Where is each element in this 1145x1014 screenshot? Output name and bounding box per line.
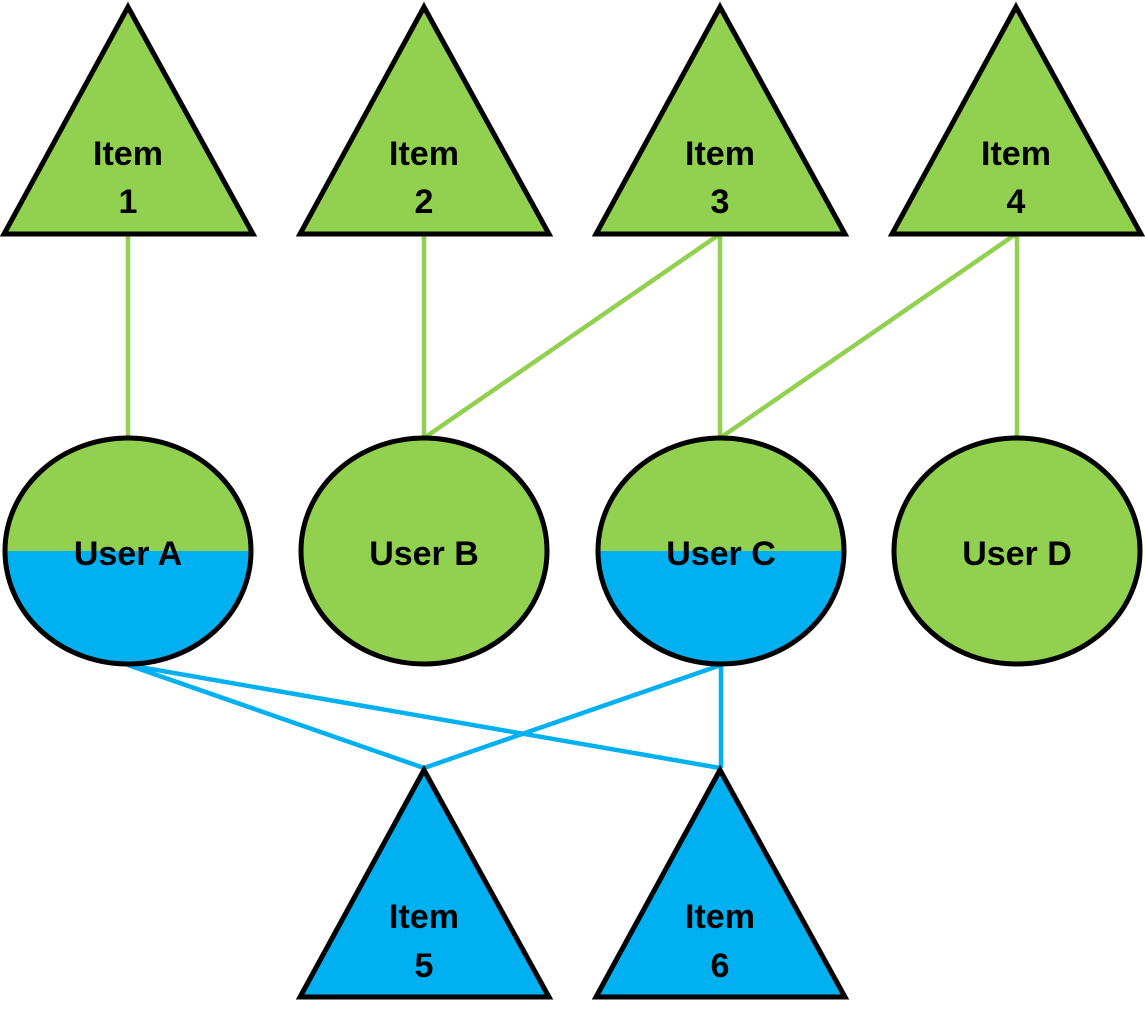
user-label: User D bbox=[962, 535, 1072, 573]
triangle-shape bbox=[591, 1, 850, 237]
triangle-shape bbox=[295, 1, 554, 237]
blue-edges bbox=[127, 662, 724, 771]
item-label-line1: Item bbox=[93, 135, 163, 173]
item-label-line2: 1 bbox=[119, 183, 138, 221]
edge-userC-item5 bbox=[423, 662, 722, 771]
item-node-2: Item 2 bbox=[295, 1, 554, 237]
item-label-line2: 6 bbox=[711, 947, 730, 985]
user-node-d: User D bbox=[891, 435, 1143, 667]
edge-item3-userB bbox=[422, 232, 722, 440]
item-label-line2: 3 bbox=[711, 183, 730, 221]
user-label: User A bbox=[74, 535, 182, 573]
item-label-line1: Item bbox=[389, 135, 459, 173]
item-label-line1: Item bbox=[981, 135, 1051, 173]
ellipse-outline bbox=[298, 435, 550, 667]
user-node-c: User C bbox=[595, 435, 847, 667]
user-label: User B bbox=[369, 535, 479, 573]
item-node-5: Item 5 bbox=[295, 764, 554, 1000]
user-label: User C bbox=[666, 535, 776, 573]
green-edges bbox=[125, 232, 1020, 440]
item-label-line1: Item bbox=[685, 898, 755, 936]
user-fill-top bbox=[598, 438, 844, 551]
user-node-a: User A bbox=[2, 435, 254, 667]
triangle-shape bbox=[591, 764, 850, 1000]
item-label-line1: Item bbox=[389, 898, 459, 936]
item-label-line2: 4 bbox=[1007, 183, 1026, 221]
item-label-line1: Item bbox=[685, 135, 755, 173]
item-label-line2: 5 bbox=[415, 947, 434, 985]
ellipse-outline bbox=[2, 435, 254, 667]
item-node-4: Item 4 bbox=[887, 1, 1145, 237]
triangle-shape bbox=[0, 1, 258, 237]
item-node-6: Item 6 bbox=[591, 764, 850, 1000]
triangle-shape bbox=[887, 1, 1145, 237]
ellipse-outline bbox=[891, 435, 1143, 667]
edge-item4-userC bbox=[718, 232, 1018, 440]
triangle-shape bbox=[295, 764, 554, 1000]
edge-userA-item5 bbox=[127, 662, 425, 771]
item-label-line2: 2 bbox=[415, 183, 434, 221]
ellipse-outline bbox=[595, 435, 847, 667]
item-node-1: Item 1 bbox=[0, 1, 258, 237]
user-node-b: User B bbox=[298, 435, 550, 667]
user-fill-top bbox=[5, 438, 251, 551]
edge-userA-item6 bbox=[127, 662, 721, 771]
item-node-3: Item 3 bbox=[591, 1, 850, 237]
